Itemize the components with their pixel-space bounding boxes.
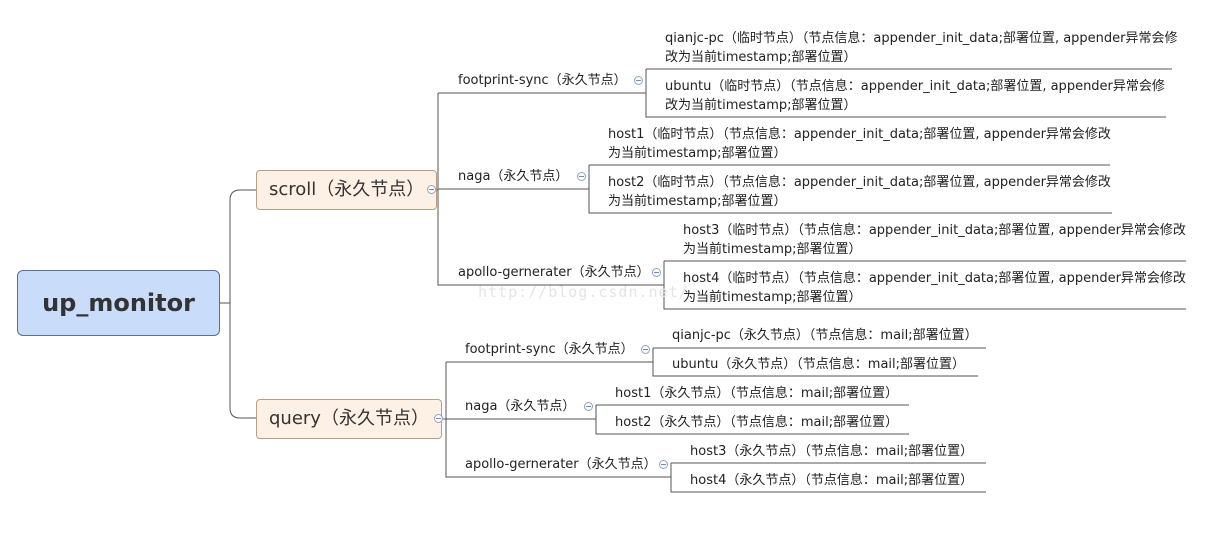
- leaf-text-line: host2（临时节点）（节点信息：appender_init_data;部署位置…: [608, 175, 1111, 190]
- leaf-node[interactable]: host2（临时节点）（节点信息：appender_init_data;部署位置…: [608, 173, 1111, 211]
- leaf-node[interactable]: host2（永久节点）（节点信息：mail;部署位置）: [615, 415, 899, 430]
- sub-node-query-apollo[interactable]: apollo-gernerater（永久节点）: [465, 457, 657, 472]
- collapse-icon[interactable]: [659, 460, 668, 469]
- sub-node-scroll-naga[interactable]: naga（永久节点）: [458, 169, 569, 184]
- leaf-node[interactable]: ubuntu（临时节点）（节点信息：appender_init_data;部署位…: [665, 77, 1165, 115]
- watermark-text: http://blog.csdn.net/: [478, 283, 689, 301]
- collapse-icon[interactable]: [427, 185, 436, 194]
- sub-node-query-naga[interactable]: naga（永久节点）: [465, 399, 576, 414]
- leaf-node[interactable]: host4（永久节点）（节点信息：mail;部署位置）: [690, 473, 974, 488]
- collapse-icon[interactable]: [641, 345, 650, 354]
- collapse-icon[interactable]: [434, 414, 443, 423]
- collapse-icon[interactable]: [577, 172, 586, 181]
- leaf-node[interactable]: host1（永久节点）（节点信息：mail;部署位置）: [615, 386, 899, 401]
- root-node[interactable]: up_monitor: [17, 270, 220, 336]
- leaf-text-line: 改为当前timestamp;部署位置）: [665, 50, 857, 65]
- collapse-icon[interactable]: [584, 402, 593, 411]
- leaf-node[interactable]: host3（临时节点）（节点信息：appender_init_data;部署位置…: [683, 221, 1186, 259]
- leaf-node[interactable]: qianjc-pc（永久节点）（节点信息：mail;部署位置）: [672, 328, 978, 343]
- leaf-text-line: qianjc-pc（临时节点）（节点信息：appender_init_data;…: [665, 31, 1178, 46]
- branch-scroll[interactable]: scroll（永久节点）: [256, 170, 438, 210]
- leaf-text-line: host1（临时节点）（节点信息：appender_init_data;部署位置…: [608, 127, 1111, 142]
- leaf-node[interactable]: qianjc-pc（临时节点）（节点信息：appender_init_data;…: [665, 29, 1178, 67]
- collapse-icon[interactable]: [652, 268, 661, 277]
- leaf-node[interactable]: host4（临时节点）（节点信息：appender_init_data;部署位置…: [683, 269, 1186, 307]
- leaf-node[interactable]: host1（临时节点）（节点信息：appender_init_data;部署位置…: [608, 125, 1111, 163]
- leaf-text-line: 为当前timestamp;部署位置）: [608, 194, 787, 209]
- leaf-text-line: 为当前timestamp;部署位置）: [608, 146, 787, 161]
- leaf-text-line: ubuntu（临时节点）（节点信息：appender_init_data;部署位…: [665, 79, 1165, 94]
- leaf-text-line: 为当前timestamp;部署位置）: [683, 290, 862, 305]
- sub-node-scroll-apollo[interactable]: apollo-gernerater（永久节点）: [458, 265, 650, 280]
- collapse-icon[interactable]: [634, 76, 643, 85]
- leaf-text-line: 改为当前timestamp;部署位置）: [665, 98, 857, 113]
- leaf-node[interactable]: ubuntu（永久节点）（节点信息：mail;部署位置）: [672, 357, 966, 372]
- sub-node-query-footprint-sync[interactable]: footprint-sync（永久节点）: [465, 342, 634, 357]
- leaf-text-line: host3（临时节点）（节点信息：appender_init_data;部署位置…: [683, 223, 1186, 238]
- sub-node-scroll-footprint-sync[interactable]: footprint-sync（永久节点）: [458, 73, 627, 88]
- branch-query[interactable]: query（永久节点）: [256, 399, 442, 439]
- leaf-node[interactable]: host3（永久节点）（节点信息：mail;部署位置）: [690, 444, 974, 459]
- leaf-text-line: host4（临时节点）（节点信息：appender_init_data;部署位置…: [683, 271, 1186, 286]
- leaf-text-line: 为当前timestamp;部署位置）: [683, 242, 862, 257]
